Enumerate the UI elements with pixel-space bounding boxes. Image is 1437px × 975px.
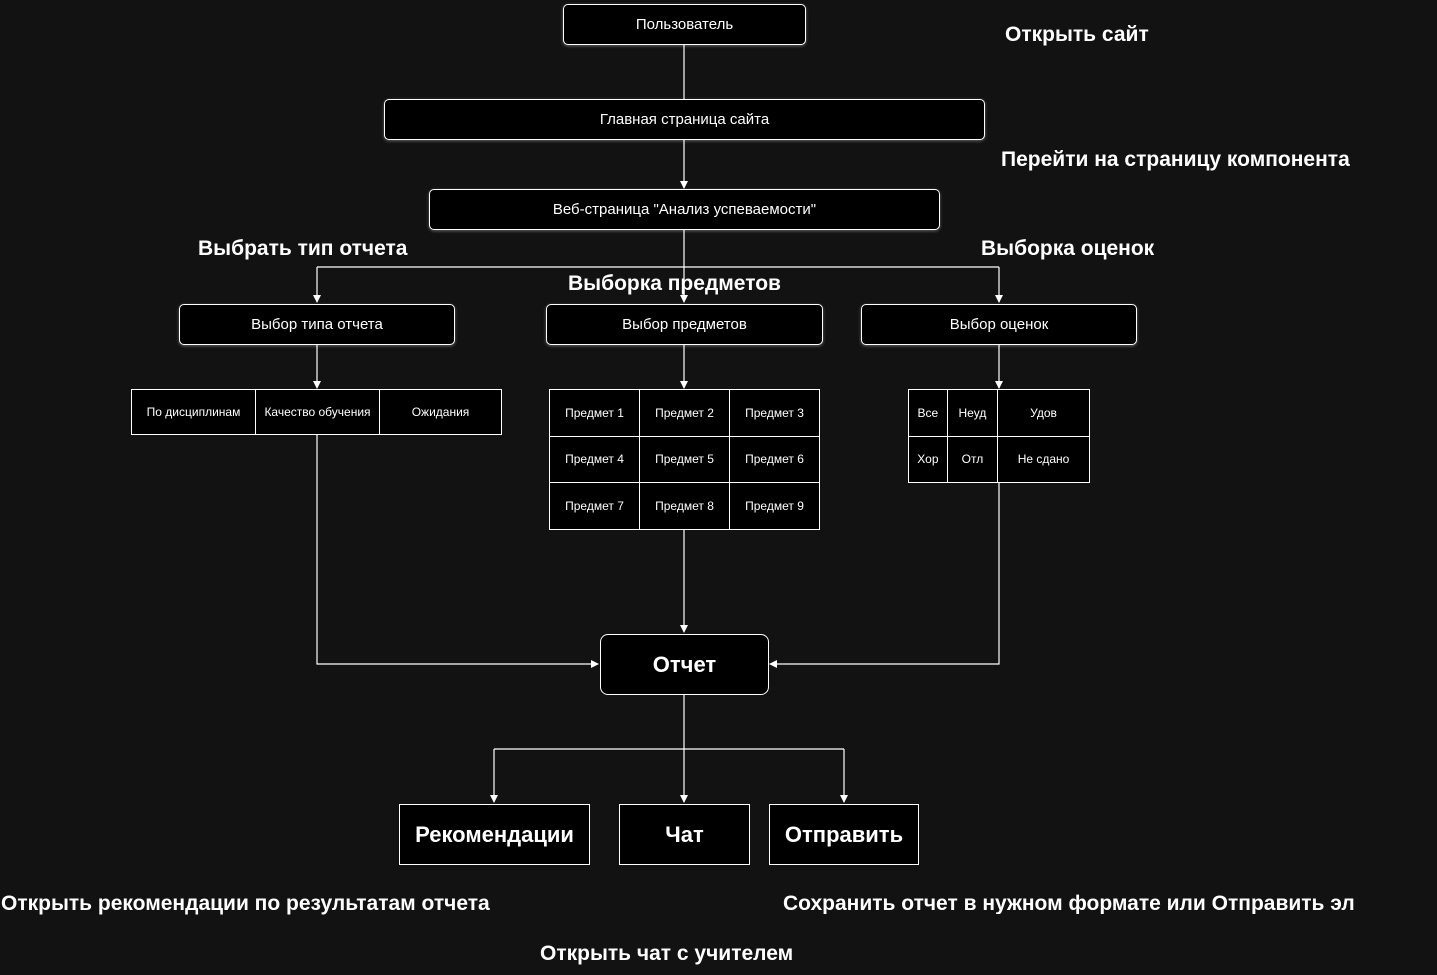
label-open-recommendations: Открыть рекомендации по результатам отче…: [1, 892, 490, 915]
subject-option: Предмет 9: [729, 482, 820, 530]
grade-option: Не сдано: [997, 435, 1090, 483]
grade-option: Все: [908, 389, 948, 437]
subject-option: Предмет 2: [639, 389, 730, 437]
report-type-option: Качество обучения: [255, 389, 380, 435]
label-open-site: Открыть сайт: [1005, 23, 1149, 46]
subject-option: Предмет 3: [729, 389, 820, 437]
report-type-options-table: По дисциплинам Качество обучения Ожидани…: [131, 389, 502, 435]
label-go-component: Перейти на страницу компонента: [1001, 148, 1350, 171]
edge-grades-to-report: [769, 483, 1000, 668]
edge-type-to-report: [316, 435, 599, 668]
subject-option: Предмет 8: [639, 482, 730, 530]
node-report: Отчет: [600, 634, 769, 695]
grade-option: Хор: [908, 435, 948, 483]
node-main-page: Главная страница сайта: [384, 99, 985, 140]
node-web-page: Веб-страница "Анализ успеваемости": [429, 189, 940, 230]
label-grade-selection: Выборка оценок: [981, 237, 1155, 260]
subject-option: Предмет 7: [549, 482, 640, 530]
node-send: Отправить: [769, 804, 919, 865]
grade-option: Удов: [997, 389, 1090, 437]
label-save-or-send: Сохранить отчет в нужном формате или Отп…: [783, 893, 1355, 914]
node-user: Пользователь: [563, 4, 806, 45]
subject-options-table: Предмет 1 Предмет 2 Предмет 3 Предмет 4 …: [549, 389, 820, 530]
grade-option: Отл: [946, 435, 999, 483]
subject-option: Предмет 5: [639, 435, 730, 484]
label-open-chat: Открыть чат с учителем: [540, 942, 794, 965]
grade-option: Неуд: [946, 389, 999, 437]
grade-options-table: Все Неуд Удов Хор Отл Не сдано: [908, 389, 1090, 483]
subject-option: Предмет 1: [549, 389, 640, 437]
node-subjects: Выбор предметов: [546, 304, 823, 345]
report-type-option: По дисциплинам: [131, 389, 256, 435]
node-report-type: Выбор типа отчета: [179, 304, 455, 345]
label-subject-selection: Выборка предметов: [568, 272, 781, 295]
report-type-option: Ожидания: [379, 389, 502, 435]
subject-option: Предмет 6: [729, 435, 820, 484]
node-chat: Чат: [619, 804, 750, 865]
node-recommendations: Рекомендации: [399, 804, 590, 865]
label-choose-report-type: Выбрать тип отчета: [198, 237, 408, 260]
subject-option: Предмет 4: [549, 435, 640, 484]
node-grades: Выбор оценок: [861, 304, 1137, 345]
